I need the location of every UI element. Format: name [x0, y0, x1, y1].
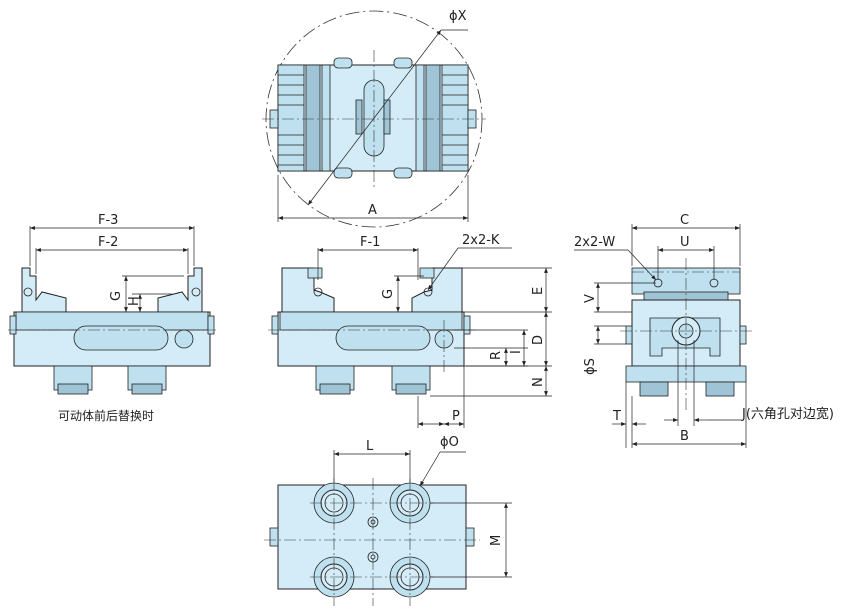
- label-L: L: [366, 439, 374, 454]
- label-V: V: [583, 294, 598, 303]
- label-F3: F-3: [98, 213, 118, 228]
- label-phiS: ϕS: [583, 358, 598, 375]
- top-view: ϕX A: [262, 9, 486, 228]
- label-E: E: [531, 287, 546, 295]
- label-B: B: [680, 429, 689, 444]
- left-view: F-3 F-2 G H 可动体前后替换时: [8, 213, 216, 423]
- label-I: I: [509, 350, 524, 354]
- label-D: D: [531, 335, 546, 345]
- bottom-body: [277, 484, 467, 590]
- label-A: A: [368, 203, 377, 218]
- label-U: U: [680, 235, 690, 250]
- caption: 可动体前后替换时: [58, 408, 154, 423]
- label-C: C: [680, 213, 689, 228]
- ribs-right: [442, 74, 468, 166]
- label-N: N: [531, 377, 546, 387]
- label-F2: F-2: [98, 235, 118, 250]
- label-G-left: G: [109, 291, 124, 301]
- label-P: P: [452, 409, 460, 424]
- label-M: M: [489, 535, 504, 546]
- label-H: H: [127, 296, 142, 306]
- ribs-left: [278, 74, 304, 166]
- label-F1: F-1: [360, 235, 380, 250]
- right-view: C U 2x2-W V ϕS T J(六角孔对边宽) B: [574, 213, 834, 448]
- label-W: 2x2-W: [574, 235, 615, 250]
- label-T: T: [612, 409, 621, 424]
- front-view: F-1 G 2x2-K E D N I R P: [268, 233, 552, 428]
- label-phiX: ϕX: [449, 9, 467, 24]
- label-K: 2x2-K: [462, 233, 500, 248]
- label-phiO: ϕO: [440, 435, 459, 450]
- label-R: R: [489, 351, 504, 360]
- label-G-mid: G: [381, 289, 396, 299]
- label-J: J(六角孔对边宽): [741, 406, 834, 422]
- bottom-view: L ϕO M: [264, 435, 512, 606]
